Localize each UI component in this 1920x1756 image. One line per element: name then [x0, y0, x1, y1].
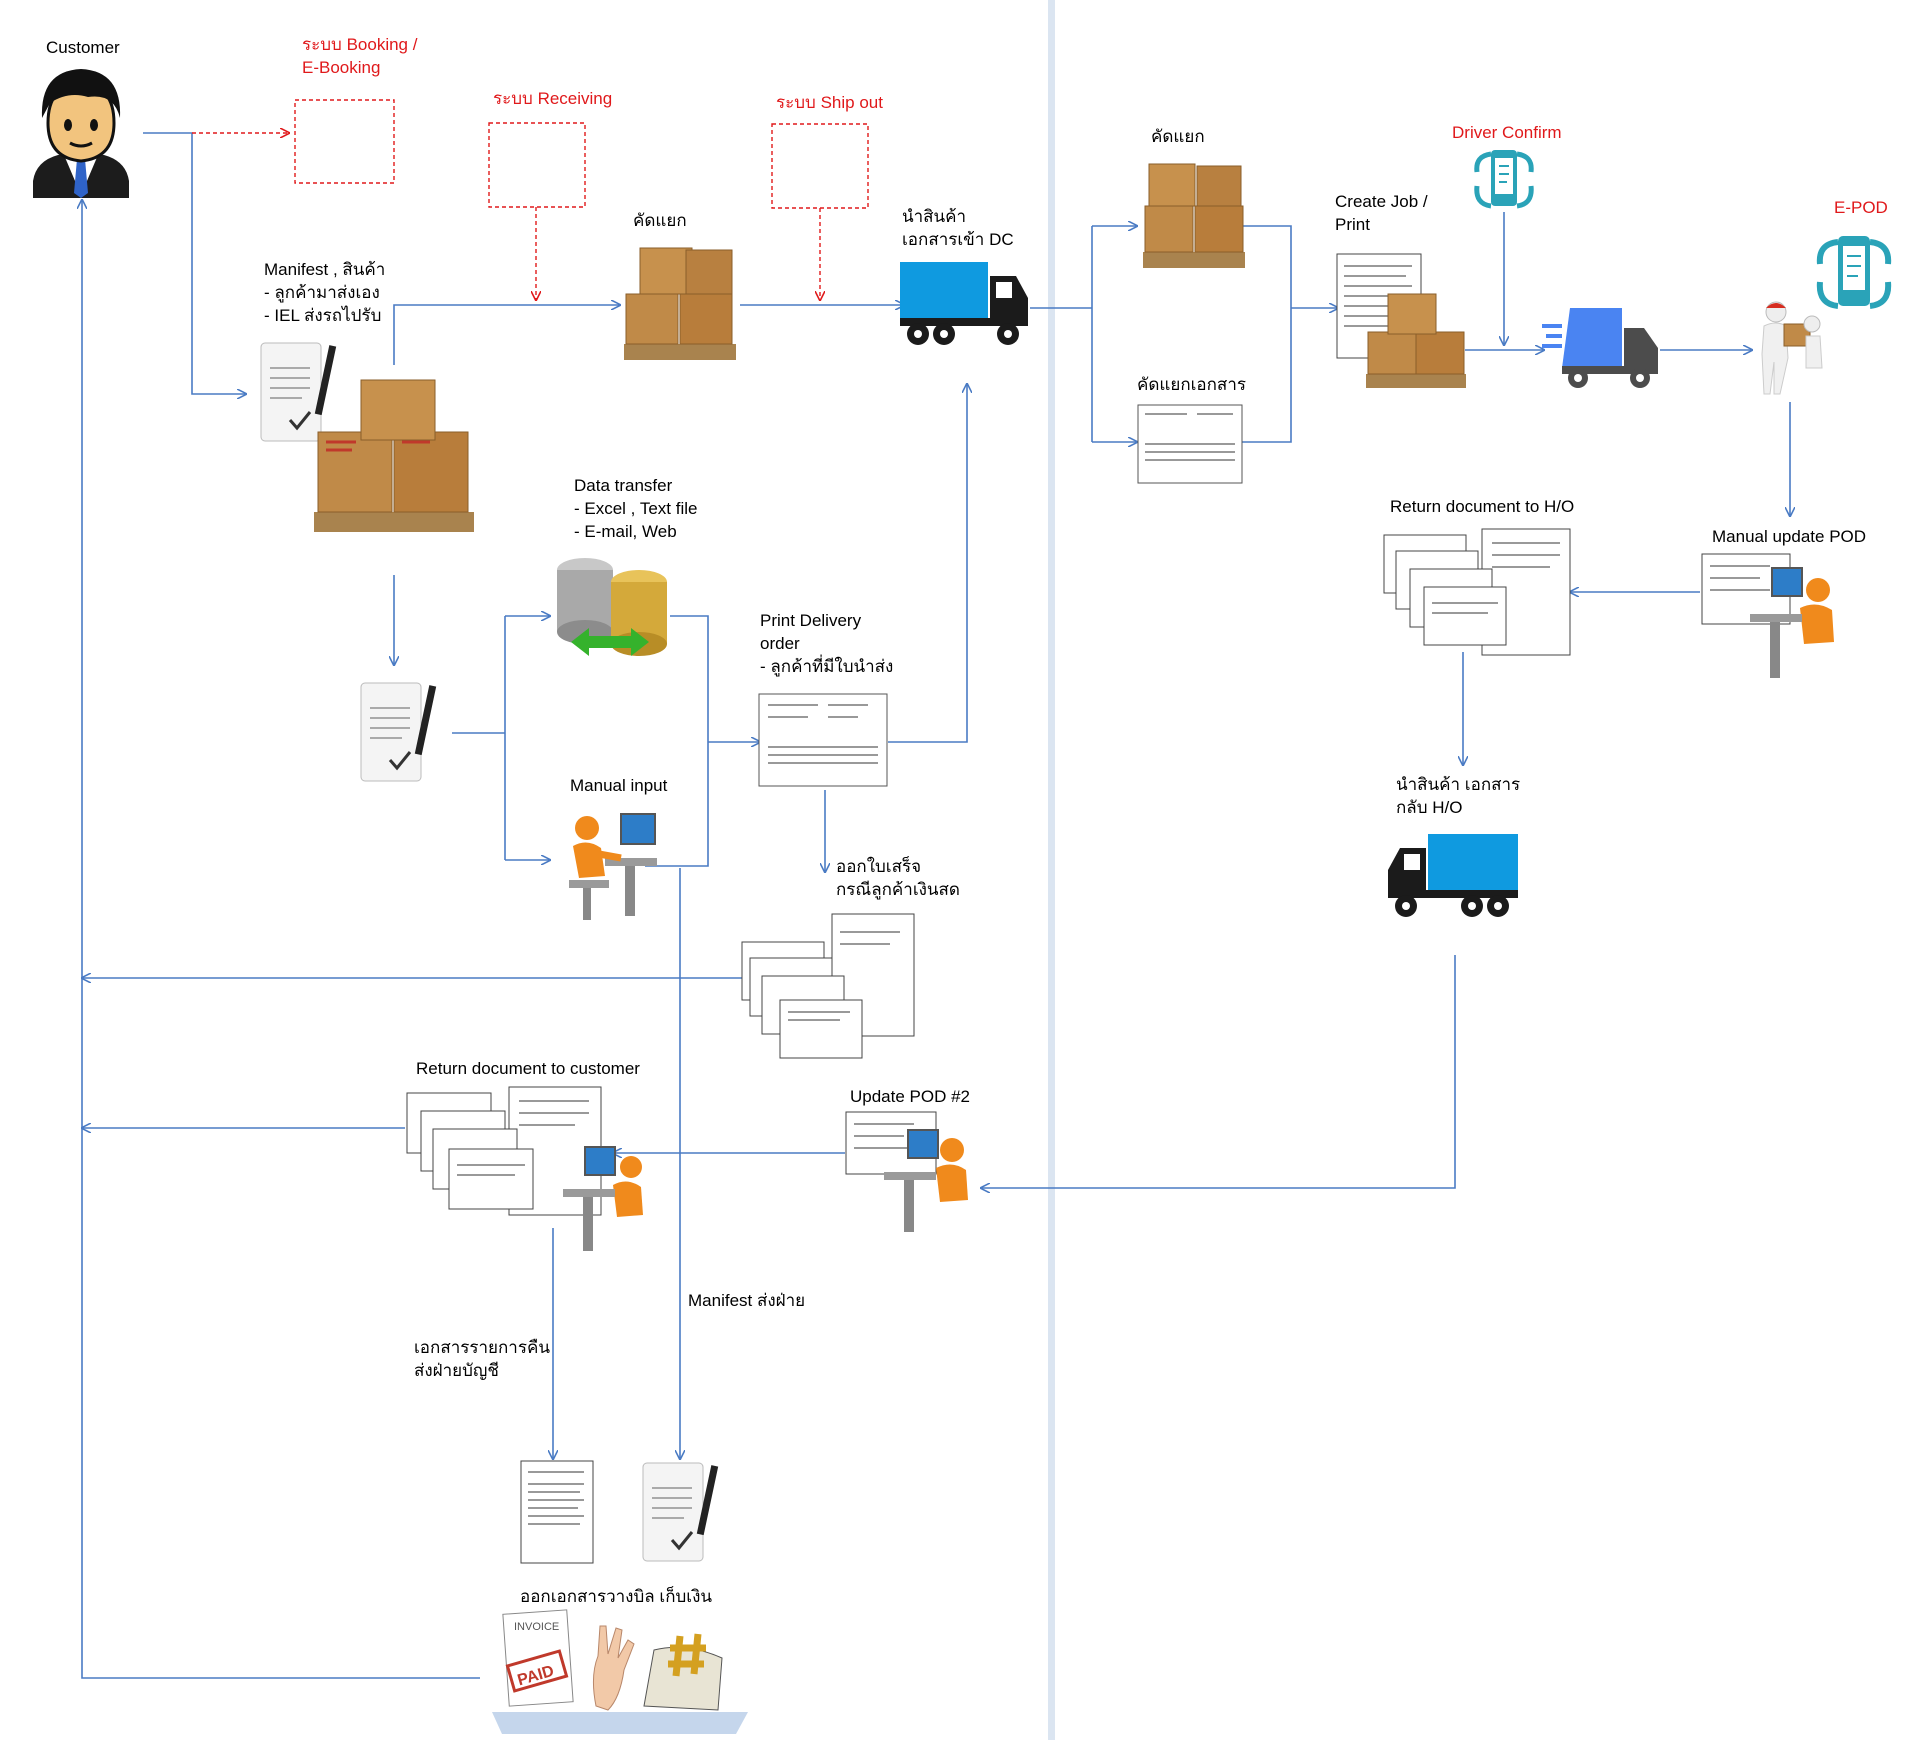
dc-truck-icon [900, 262, 1028, 345]
return-to-customer-label: Return document to customer [416, 1059, 640, 1078]
manifest-goods-label: Manifest , สินค้า - ลูกค้ามาส่งเอง - IEL… [264, 260, 386, 325]
driver-confirm-label: Driver Confirm [1452, 123, 1562, 142]
customer-label: Customer [46, 38, 120, 57]
sort-documents-icon [1137, 404, 1243, 484]
receiving-system-box [488, 122, 586, 208]
billing-label: ออกเอกสารวางบิล เก็บเงิน [520, 1587, 713, 1606]
epod-label: E-POD [1834, 198, 1888, 217]
manifest-dept-label: Manifest ส่งฝ่าย [688, 1291, 806, 1310]
delivery-truck-icon [1542, 308, 1658, 388]
sort-2-label: คัดแยก [1151, 127, 1205, 146]
sorting-boxes-icon [624, 247, 736, 360]
return-ho-label: Return document to H/O [1390, 497, 1575, 516]
arrow-manifest-to-sort [393, 305, 620, 365]
delivery-order-document-icon [758, 693, 888, 787]
create-job-label: Create Job / Print [1335, 192, 1428, 234]
customer-avatar-icon [33, 69, 129, 198]
database-transfer-icon [557, 558, 667, 656]
return-ho-truck-icon [1388, 834, 1518, 917]
booking-system-label: ระบบ Booking / E-Booking [302, 35, 418, 77]
arrow-customer-to-manifest [143, 132, 246, 394]
sorting-boxes-2-icon [1143, 163, 1245, 268]
manual-input-label: Manual input [570, 776, 668, 795]
return-documents-worker-icon [406, 1086, 643, 1251]
receiver-person-icon [1761, 301, 1823, 395]
accounting-document-icon [520, 1460, 594, 1564]
arrow-to-update-pod2 [981, 955, 1456, 1188]
data-transfer-label: Data transfer - Excel , Text file - E-ma… [574, 476, 698, 541]
epod-phone-icon [1816, 236, 1892, 309]
arrow-print-to-truck [888, 384, 967, 743]
update-pod-worker-icon [845, 1111, 968, 1232]
manifest-department-document-icon [642, 1462, 719, 1562]
manual-input-worker-icon [569, 813, 657, 920]
receipt-label: ออกใบเสร็จ กรณีลูกค้าเงินสด [836, 857, 960, 899]
update-pod2-label: Update POD #2 [850, 1087, 971, 1106]
invoice-stamp-text: INVOICE [514, 1621, 559, 1633]
manifest-document-icon [260, 342, 337, 442]
driver-confirm-phone-icon [1474, 150, 1534, 209]
section-divider [1048, 0, 1055, 1740]
billing-collection-icon: INVOICE PAID [492, 1609, 748, 1734]
print-delivery-label: Print Delivery order - ลูกค้าที่มีใบนำส่… [760, 611, 894, 676]
sort-documents-label: คัดแยกเอกสาร [1137, 375, 1246, 394]
booking-system-box [294, 99, 395, 184]
create-job-icon [1336, 253, 1466, 388]
receipt-documents-icon [741, 913, 915, 1059]
to-dc-label: นำสินค้า เอกสารเข้า DC [902, 207, 1014, 249]
order-document-icon [360, 682, 437, 782]
docs-to-accounting-label: เอกสารรายการคืน ส่งฝ่ายบัญชี [414, 1338, 550, 1380]
merge-line [645, 615, 709, 867]
sort-1-label: คัดแยก [633, 211, 687, 230]
manual-update-pod-icon [1701, 553, 1834, 678]
shipout-system-box [771, 123, 869, 209]
arrow-billing-to-customer [82, 200, 480, 1679]
receiving-system-label: ระบบ Receiving [493, 89, 613, 108]
return-ho-documents-icon [1383, 528, 1571, 656]
manual-update-pod-label: Manual update POD [1712, 527, 1867, 546]
goods-back-ho-label: นำสินค้า เอกสาร กลับ H/O [1396, 775, 1521, 817]
shipout-system-label: ระบบ Ship out [776, 93, 883, 112]
goods-pallet-icon [314, 379, 474, 532]
